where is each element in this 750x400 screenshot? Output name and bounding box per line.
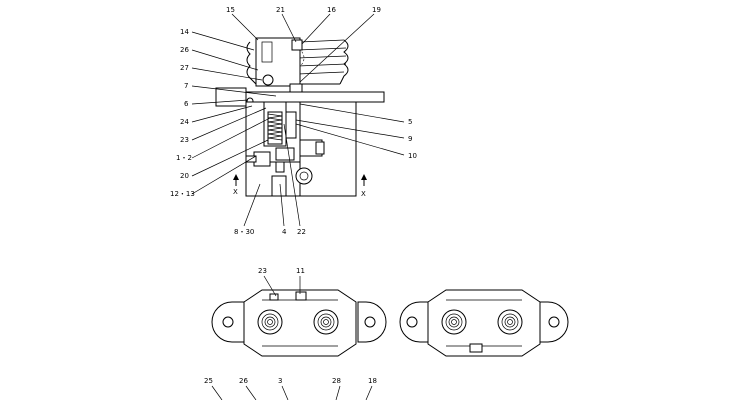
callout-b23: 23 bbox=[258, 267, 267, 275]
port-right-b bbox=[497, 309, 523, 335]
callout-27: 27 bbox=[180, 64, 189, 72]
callouts-bottom: 25 26 3 28 18 bbox=[204, 377, 377, 400]
callout-7: 7 bbox=[184, 82, 188, 90]
callout-24: 24 bbox=[180, 118, 189, 126]
callout-19: 19 bbox=[372, 6, 381, 14]
valve-plan-view-left: 23 11 bbox=[211, 267, 387, 357]
leader-lines-top bbox=[191, 13, 405, 227]
callout-26: 26 bbox=[180, 46, 189, 54]
valve-section-view bbox=[215, 37, 385, 197]
callout-14: 14 bbox=[180, 28, 189, 36]
callout-b11: 11 bbox=[296, 267, 305, 275]
section-mark-x-left: X bbox=[233, 188, 238, 196]
callout-d28: 28 bbox=[332, 377, 341, 385]
port-left-a bbox=[257, 309, 283, 335]
callout-5: 5 bbox=[408, 118, 412, 126]
valve-plan-view-right bbox=[399, 289, 569, 357]
port-right-a bbox=[441, 309, 467, 335]
callout-d3: 3 bbox=[278, 377, 282, 385]
callout-10: 10 bbox=[408, 152, 417, 160]
spring bbox=[267, 113, 283, 141]
callout-4: 4 bbox=[282, 228, 287, 236]
callout-21: 21 bbox=[276, 6, 285, 14]
callout-20: 20 bbox=[180, 172, 189, 180]
callout-23: 23 bbox=[180, 136, 189, 144]
callout-8-30: 8・30 bbox=[234, 228, 254, 236]
callouts-top: 15 21 16 19 14 26 27 7 6 24 23 1・2 20 12… bbox=[170, 6, 417, 236]
callout-16: 16 bbox=[327, 6, 336, 14]
callout-15: 15 bbox=[226, 6, 235, 14]
section-mark-x-right: X bbox=[361, 190, 366, 198]
callout-d26: 26 bbox=[239, 377, 248, 385]
callout-1-2: 1・2 bbox=[176, 154, 192, 162]
callout-12-13: 12・13 bbox=[170, 190, 195, 198]
callout-d18: 18 bbox=[368, 377, 377, 385]
callout-22: 22 bbox=[297, 228, 306, 236]
callout-9: 9 bbox=[408, 135, 412, 143]
port-left-b bbox=[313, 309, 339, 335]
callout-d25: 25 bbox=[204, 377, 213, 385]
callout-6: 6 bbox=[184, 100, 189, 108]
